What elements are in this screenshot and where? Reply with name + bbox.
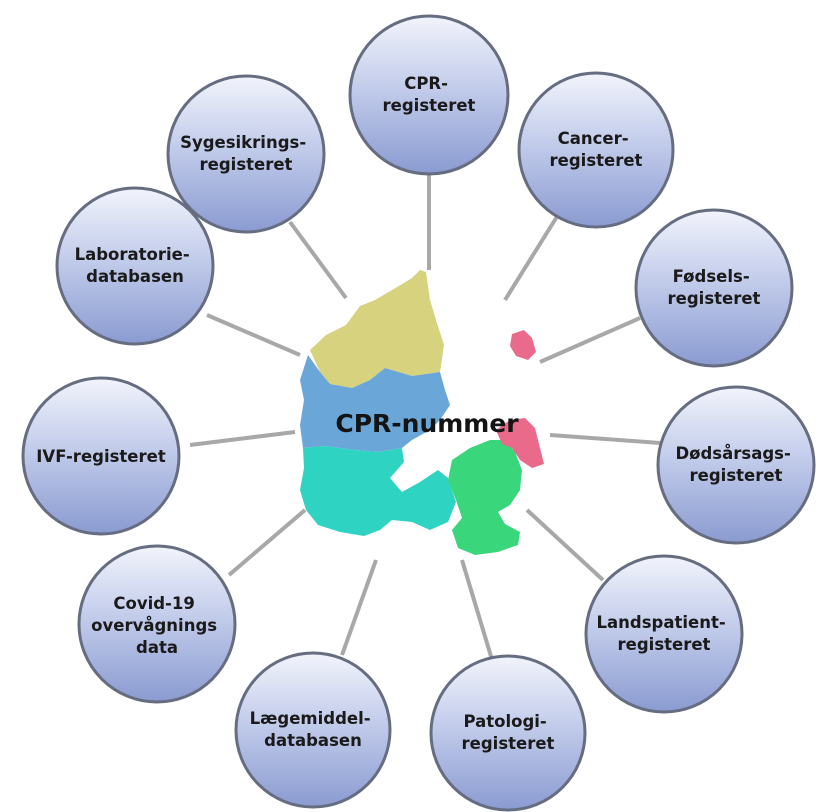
node-cancer-label: Cancer- registeret [550,129,643,170]
node-patologi-label: Patologi- registeret [462,712,555,753]
bornholm [510,330,536,360]
node-landspatient-label: Landspatient- registeret [597,613,732,654]
node-sygesikring-label: Sygesikrings- registeret [180,133,312,174]
region-sjaelland [448,440,522,555]
registry-nodes: CPR- registeret Cancer- registeret Fødse… [21,14,816,812]
node-ivf-circle [21,376,181,536]
connector-cancer [503,213,560,302]
node-laegemiddel-label: Lægemiddel- databasen [250,709,377,750]
node-laboratorie-label: Laboratorie- databasen [75,245,196,286]
node-doedsaarsag[interactable]: Dødsårsags- registeret [656,385,816,545]
node-covid[interactable]: Covid-19 overvågnings data [77,544,237,704]
node-ivf[interactable]: IVF-registeret [21,376,181,536]
connector-doedsaarsag [549,433,661,445]
node-ivf-label: IVF-registeret [36,447,166,466]
node-doedsaarsag-label: Dødsårsags- registeret [675,444,796,485]
node-laboratorie[interactable]: Laboratorie- databasen [55,186,215,346]
connector-laboratorie [206,313,301,357]
node-cpr-circle [348,14,510,176]
connector-laegemiddel [340,559,378,656]
region-syddanmark [300,446,456,536]
node-laegemiddel-circle [234,651,392,809]
region-hovedstaden [496,418,544,468]
node-laegemiddel[interactable]: Lægemiddel- databasen [234,651,392,809]
node-foedsel-label: Fødsels- registeret [668,267,761,308]
connector-landspatient [525,508,605,582]
node-cpr-label: CPR- registeret [383,74,476,115]
node-covid-label: Covid-19 overvågnings data [91,594,223,657]
region-nordjylland [310,270,444,388]
denmark-map: CPR-nummer [300,270,544,555]
node-landspatient-circle [584,554,744,714]
node-cancer[interactable]: Cancer- registeret [517,71,675,229]
connector-patologi [460,559,495,664]
node-cpr[interactable]: CPR- registeret [348,14,510,176]
node-patologi[interactable]: Patologi- registeret [429,654,587,812]
node-cancer-circle [517,71,675,229]
node-covid-circle [77,544,237,704]
region-midtjylland [300,355,450,452]
connector-ivf [189,430,296,447]
node-sygesikring[interactable]: Sygesikrings- registeret [166,74,326,234]
center-label: CPR-nummer [335,409,519,438]
node-sygesikring-circle [166,74,326,234]
node-landspatient[interactable]: Landspatient- registeret [584,554,744,714]
connector-foedsel [539,316,641,364]
connector-covid [227,508,307,577]
node-laboratorie-circle [55,186,215,346]
node-patologi-circle [429,654,587,812]
node-foedsel[interactable]: Fødsels- registeret [634,208,794,368]
connector-lines [189,172,661,664]
connector-sygesikring [288,220,348,300]
node-foedsel-circle [634,208,794,368]
node-doedsaarsag-circle [656,385,816,545]
